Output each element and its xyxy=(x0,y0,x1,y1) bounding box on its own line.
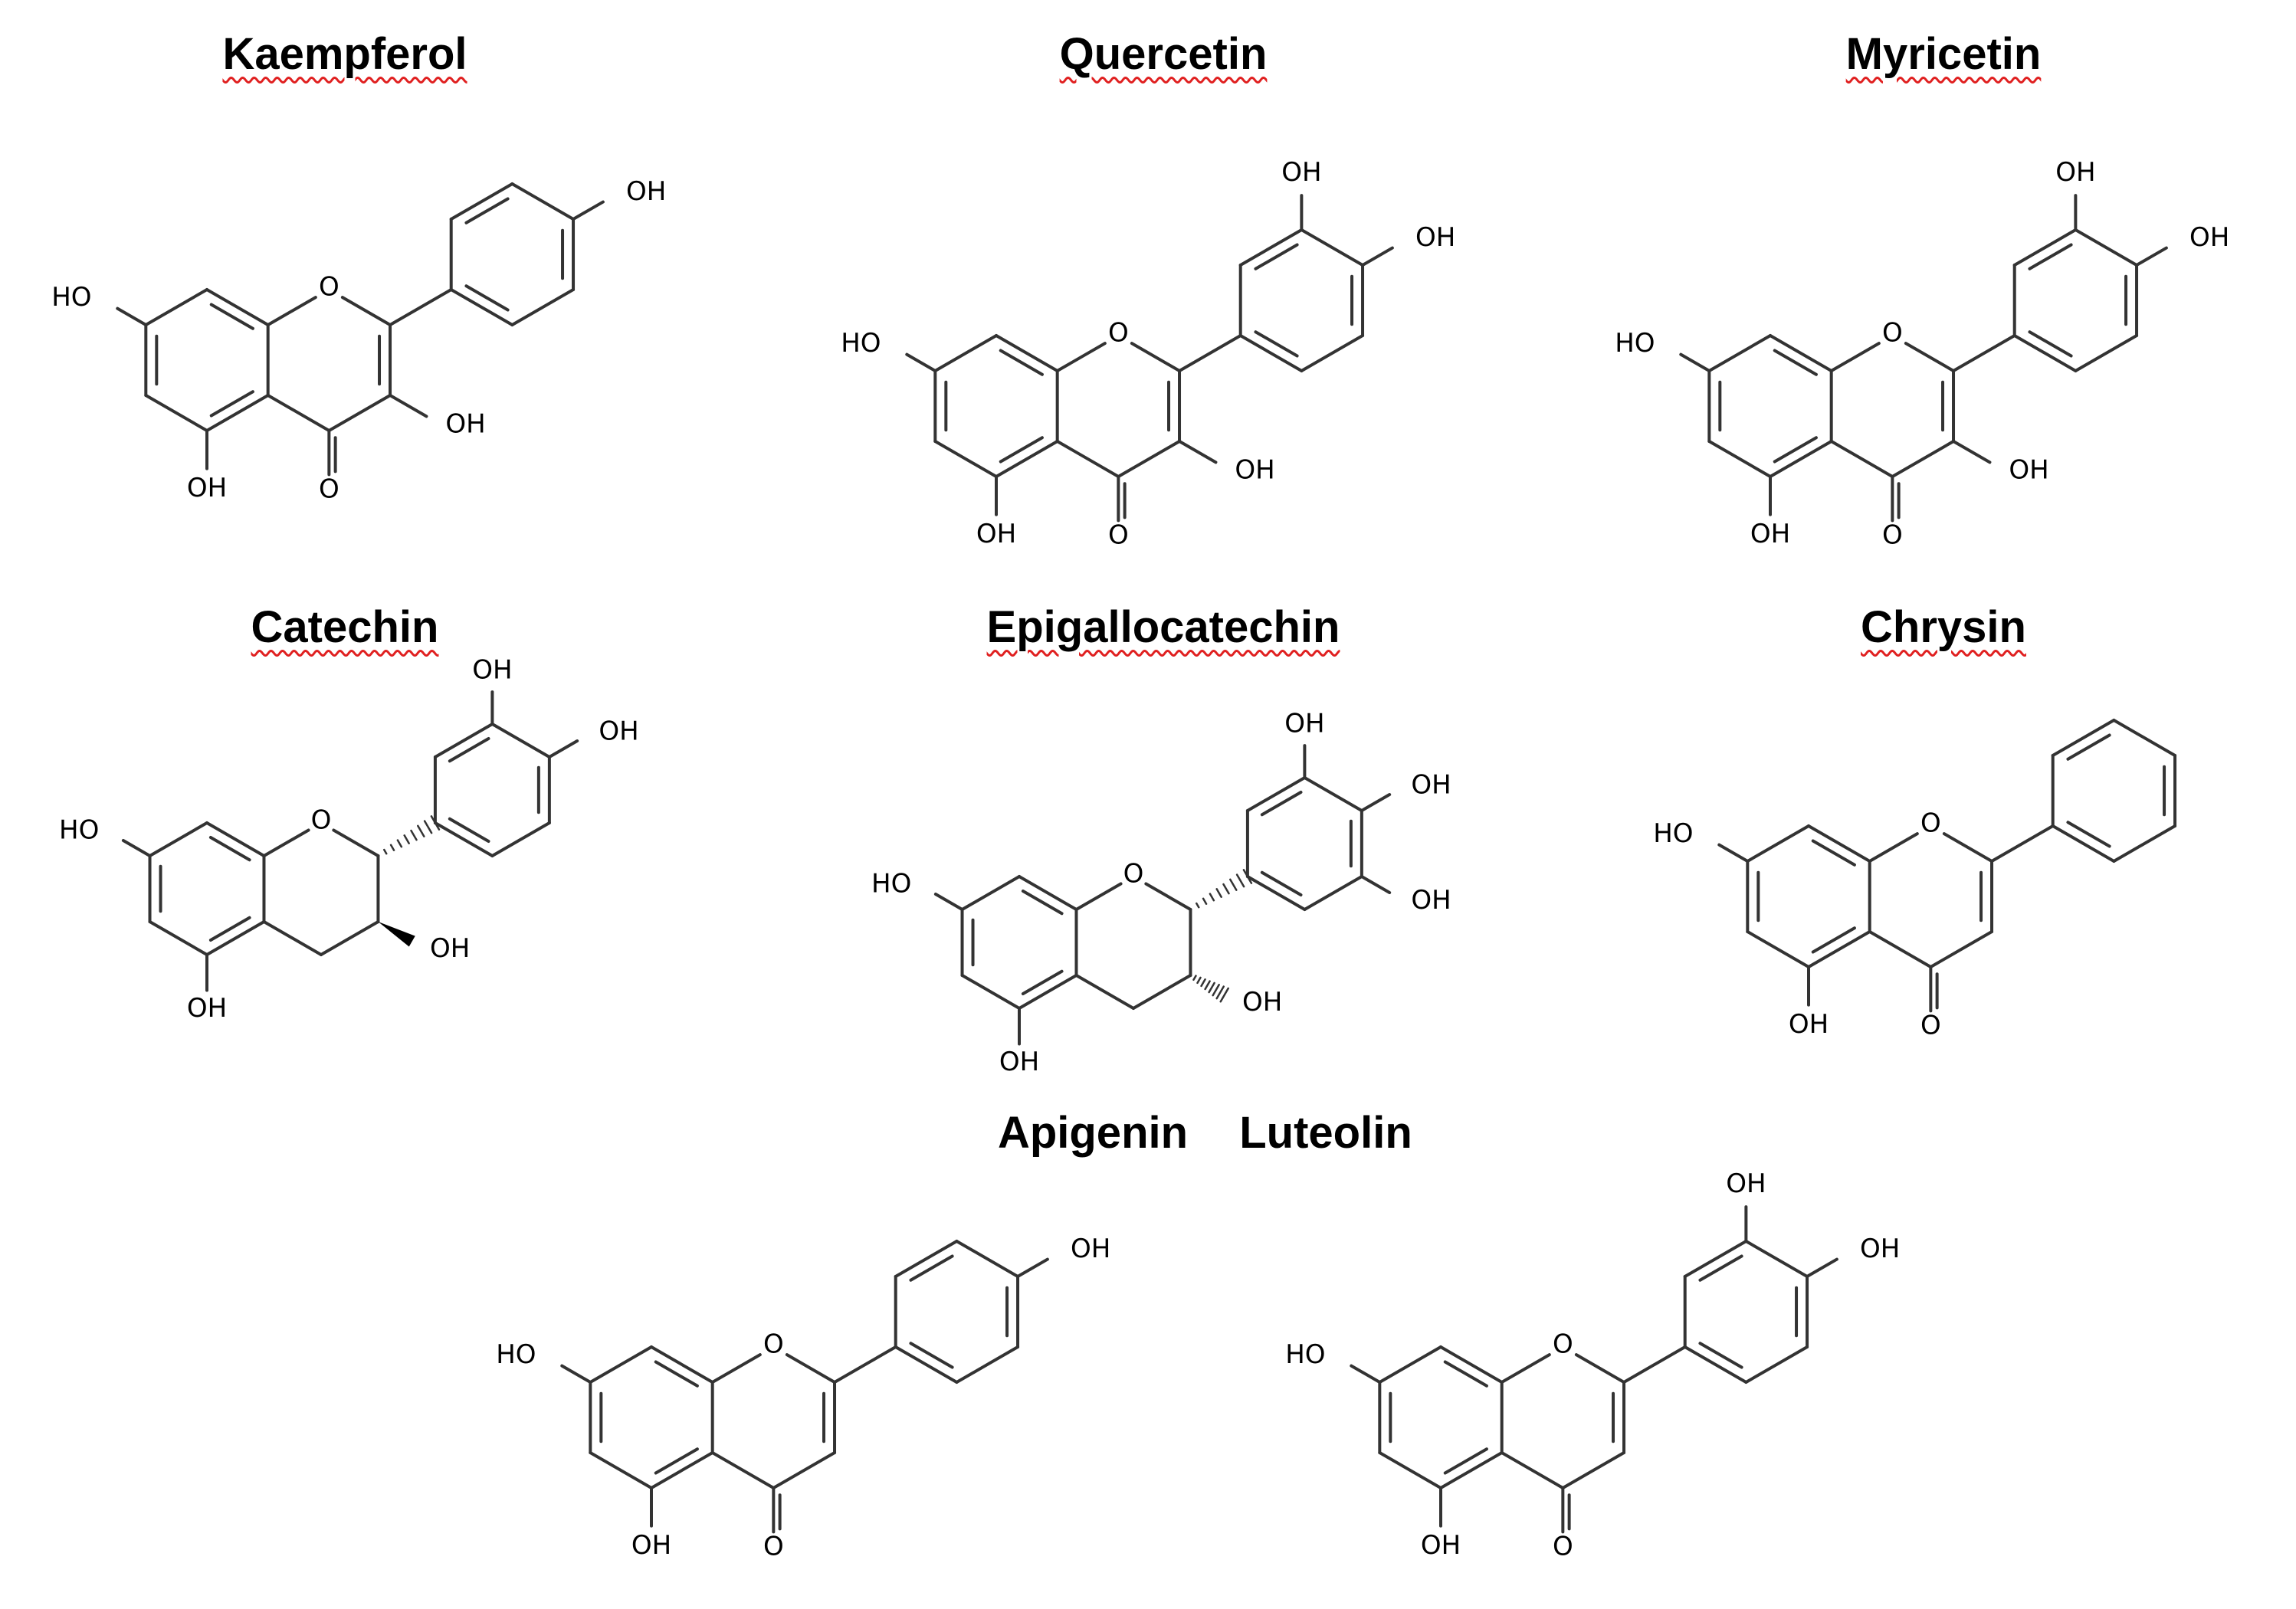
oh-4prime-label: OH xyxy=(1071,1234,1110,1264)
oh-3-label: OH xyxy=(2009,455,2048,486)
oh-7-label: HO xyxy=(51,282,91,313)
carbonyl-oxygen-label: O xyxy=(1882,520,1903,551)
oh-4prime-label: OH xyxy=(1411,769,1451,800)
oh-3prime-label: OH xyxy=(1281,157,1321,188)
molecule-quercetin: O O OH HO OH OH OH xyxy=(841,157,1455,551)
oh-3-label: OH xyxy=(1235,455,1274,486)
oh-5prime-label: OH xyxy=(1411,885,1451,916)
oh-7-label: HO xyxy=(59,814,99,845)
molecule-luteolin: O O OH HO OH OH xyxy=(1285,1168,1900,1562)
oh-7-label: HO xyxy=(1653,818,1693,849)
ring-oxygen-label: O xyxy=(763,1329,784,1360)
oh-4prime-label: OH xyxy=(1860,1234,1900,1264)
oh-5-label: OH xyxy=(999,1047,1039,1077)
oh-3prime-label: OH xyxy=(2055,157,2095,188)
ring-oxygen-label: O xyxy=(1123,859,1144,890)
title-epigallocatechin: Epigallocatechin xyxy=(986,602,1340,652)
ring-oxygen-label: O xyxy=(319,272,339,303)
oh-5-label: OH xyxy=(187,993,227,1024)
title-luteolin: Luteolin xyxy=(1239,1108,1412,1158)
oh-7-label: HO xyxy=(1285,1339,1325,1370)
oh-7-label: HO xyxy=(841,328,881,359)
oh-4prime-label: OH xyxy=(626,176,666,207)
oh-3-label: OH xyxy=(445,409,485,440)
title-kaempferol: Kaempferol xyxy=(222,29,467,79)
oh-3-label: OH xyxy=(430,933,470,964)
ring-oxygen-label: O xyxy=(1553,1329,1573,1360)
oh-4prime-label: OH xyxy=(599,716,638,746)
molecule-kaempferol: O O OH HO OH OH xyxy=(51,176,666,505)
oh-3prime-label: OH xyxy=(1726,1168,1766,1199)
title-catechin: Catechin xyxy=(251,602,439,652)
oh-5-label: OH xyxy=(187,473,227,503)
oh-4prime-label: OH xyxy=(1415,222,1455,253)
title-myricetin: Myricetin xyxy=(1845,29,2042,79)
molecule-apigenin: O O OH HO OH xyxy=(496,1234,1110,1562)
ring-oxygen-label: O xyxy=(311,805,332,836)
oh-5-label: OH xyxy=(1789,1009,1829,1040)
oh-4prime-label: OH xyxy=(2189,222,2229,253)
carbonyl-oxygen-label: O xyxy=(319,474,339,505)
oh-5-label: OH xyxy=(1421,1530,1461,1561)
oh-7-label: HO xyxy=(496,1339,536,1370)
carbonyl-oxygen-label: O xyxy=(1108,520,1129,551)
oh-7-label: HO xyxy=(1615,328,1655,359)
carbonyl-oxygen-label: O xyxy=(763,1532,784,1562)
oh-5-label: OH xyxy=(976,519,1016,549)
oh-5-label: OH xyxy=(1750,519,1790,549)
carbonyl-oxygen-label: O xyxy=(1553,1532,1573,1562)
ring-oxygen-label: O xyxy=(1882,318,1903,349)
oh-3prime-label: OH xyxy=(472,655,512,686)
title-quercetin: Quercetin xyxy=(1059,29,1268,79)
molecule-chrysin: O O OH HO xyxy=(1653,719,2177,1041)
title-chrysin: Chrysin xyxy=(1861,602,2026,652)
molecule-catechin: O OH HO OH OH OH xyxy=(59,655,639,1024)
oh-3-label: OH xyxy=(1242,987,1282,1018)
oh-3prime-label: OH xyxy=(1284,709,1324,739)
molecule-myricetin: O O OH HO OH OH OH xyxy=(1615,157,2229,551)
carbonyl-oxygen-label: O xyxy=(1920,1011,1941,1041)
ring-oxygen-label: O xyxy=(1108,318,1129,349)
ring-oxygen-label: O xyxy=(1920,808,1941,839)
oh-5-label: OH xyxy=(631,1530,671,1561)
title-apigenin: Apigenin xyxy=(997,1108,1189,1158)
molecule-epigallocatechin: O OH HO OH OH OH OH xyxy=(871,709,1451,1077)
oh-7-label: HO xyxy=(871,868,911,899)
